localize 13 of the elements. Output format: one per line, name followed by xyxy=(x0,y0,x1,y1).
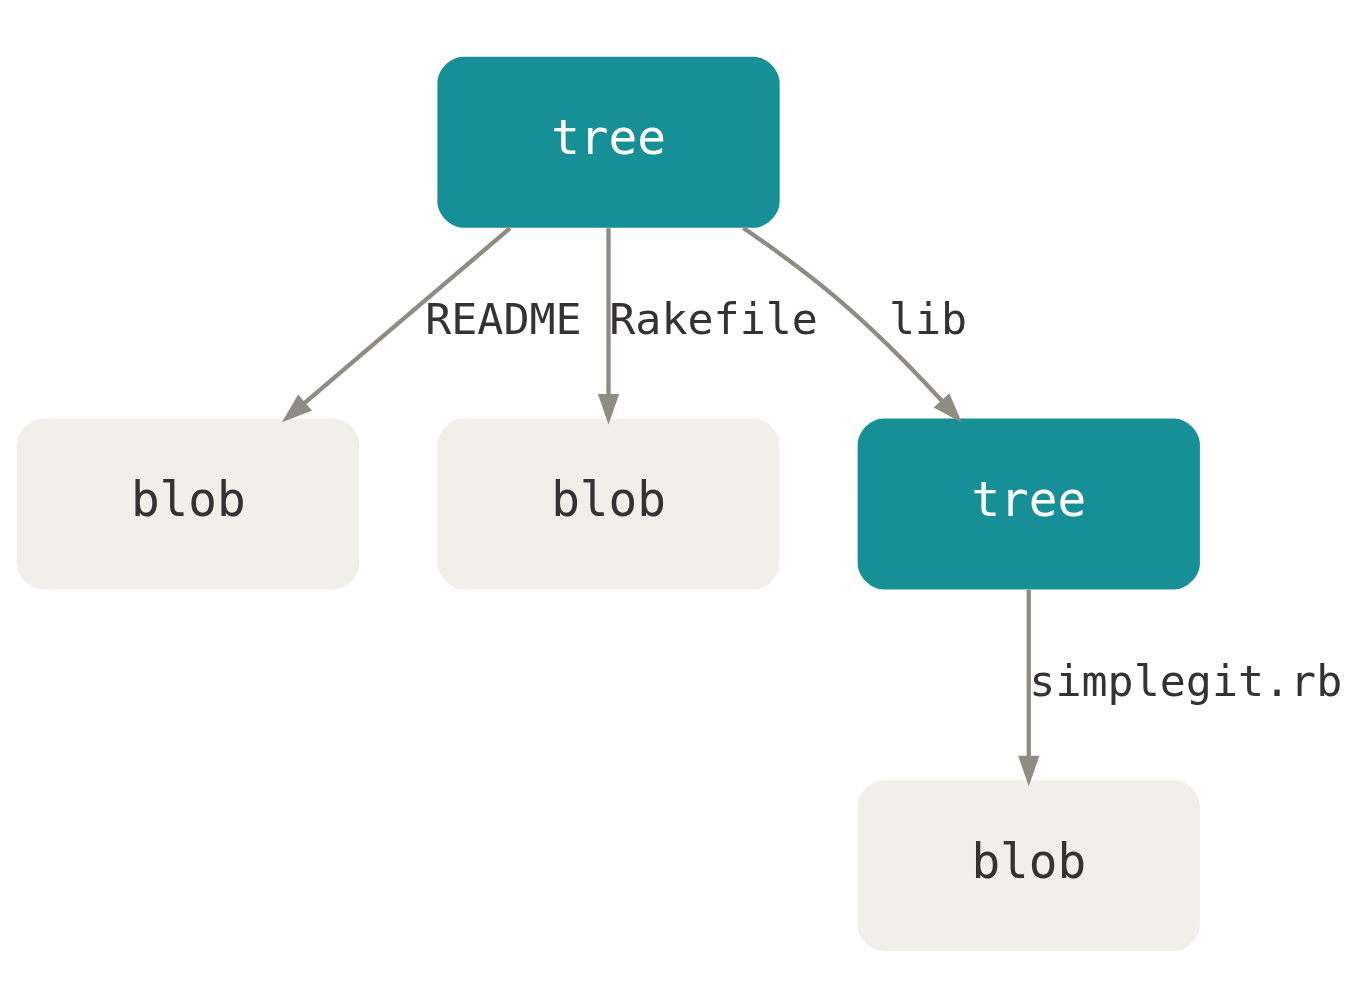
node-box: blob xyxy=(17,418,360,590)
edge-label: README xyxy=(425,293,582,344)
node-box: tree xyxy=(437,56,780,228)
node-box: blob xyxy=(437,418,780,590)
edge-label: Rakefile xyxy=(609,293,818,344)
arrow xyxy=(1018,590,1040,787)
arrow xyxy=(281,226,512,423)
edge-label: simplegit.rb xyxy=(1029,655,1343,706)
node-box: tree xyxy=(857,418,1200,590)
node-box: blob xyxy=(857,780,1200,952)
edge-label: lib xyxy=(888,293,968,344)
arrow xyxy=(742,226,962,423)
arrow xyxy=(597,228,620,425)
